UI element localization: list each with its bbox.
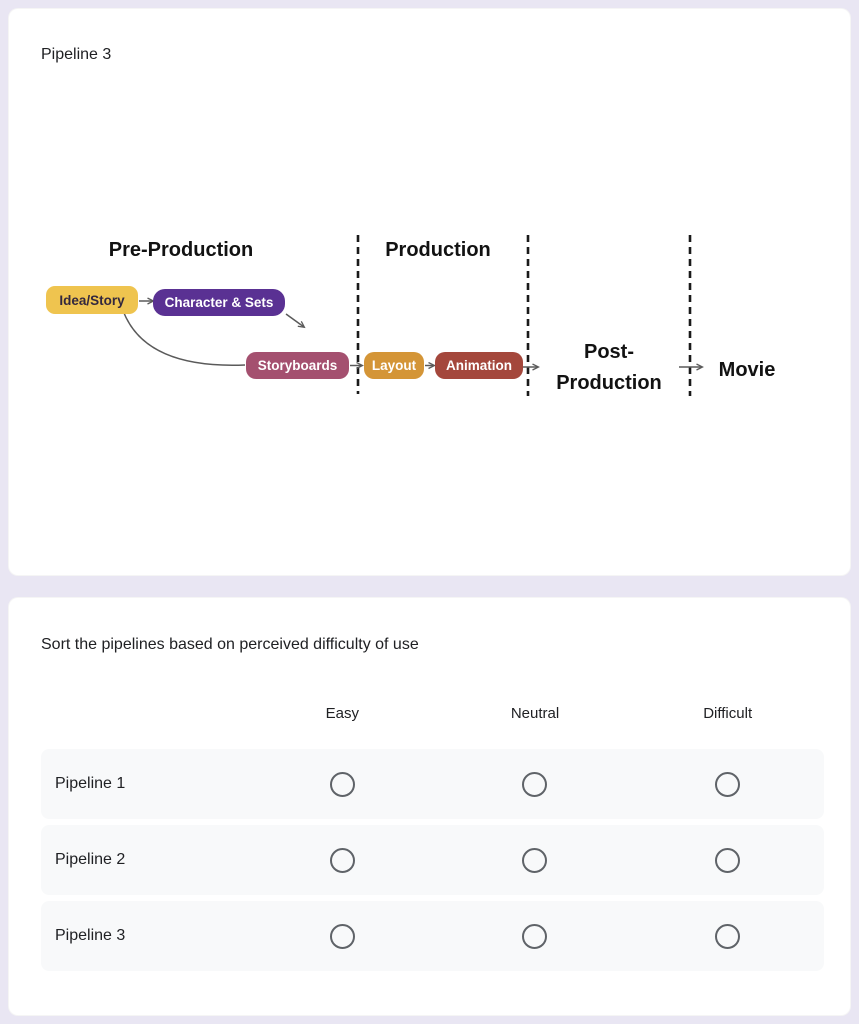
grid-rows: Pipeline 1 Pipeline 2 Pipeli: [41, 749, 824, 971]
node-layout-box: [364, 352, 424, 379]
radio-pipeline1-difficult[interactable]: [715, 771, 741, 797]
radio-cell: [439, 923, 632, 949]
radio-pipeline2-neutral[interactable]: [522, 847, 548, 873]
radio-pipeline3-difficult[interactable]: [715, 923, 741, 949]
node-storyboards-box: [246, 352, 349, 379]
node-idea-story: Idea/Story: [46, 286, 138, 314]
stage-heading-post-line1: Post-: [584, 341, 634, 363]
radio-cell: [631, 771, 824, 797]
table-row: Pipeline 1: [41, 749, 824, 819]
column-header-difficult: Difficult: [703, 705, 753, 722]
radio-pipeline3-easy[interactable]: [329, 923, 355, 949]
radio-cell: [631, 923, 824, 949]
stage-heading-movie: Movie: [719, 359, 776, 381]
node-character-sets-box: [153, 289, 285, 316]
radio-pipeline1-easy[interactable]: [329, 771, 355, 797]
column-header-neutral: Neutral: [510, 705, 560, 722]
node-animation-label: Animation: [446, 358, 512, 373]
pipeline-question-card: Pipeline 3 Pre-Production Production Pos…: [8, 8, 851, 576]
node-animation-box: [435, 352, 523, 379]
sort-question-title: Sort the pipelines based on perceived di…: [41, 636, 419, 653]
radio-cell: [631, 847, 824, 873]
arrow-character-down: [285, 313, 304, 327]
node-animation: Animation: [435, 352, 523, 379]
pipeline-diagram: Pre-Production Production Post- Producti…: [46, 235, 776, 396]
grid-corner-spacer: [41, 704, 246, 724]
table-row: Pipeline 3: [41, 901, 824, 971]
curve-idea-to-storyboards: [123, 312, 246, 367]
sort-question-card: Sort the pipelines based on perceived di…: [8, 597, 851, 1016]
radio-pipeline1-neutral[interactable]: [522, 771, 548, 797]
row-label-pipeline-1: Pipeline 1: [55, 775, 126, 792]
node-storyboards-label: Storyboards: [258, 358, 338, 373]
stage-heading-post-line2: Production: [556, 372, 662, 394]
radio-pipeline2-easy[interactable]: [329, 847, 355, 873]
node-character-sets: Character & Sets: [153, 289, 285, 316]
row-label-pipeline-2: Pipeline 2: [55, 851, 126, 868]
stage-heading-pre-production: Pre-Production: [109, 239, 253, 261]
radio-pipeline3-neutral[interactable]: [522, 923, 548, 949]
row-label-pipeline-3: Pipeline 3: [55, 927, 126, 944]
table-row: Pipeline 2: [41, 825, 824, 895]
column-header-easy: Easy: [325, 705, 359, 722]
pipeline-card-title: Pipeline 3: [41, 46, 112, 63]
radio-cell: [246, 847, 439, 873]
node-idea-story-label: Idea/Story: [59, 293, 125, 308]
node-layout: Layout: [364, 352, 424, 379]
node-storyboards: Storyboards: [246, 352, 349, 379]
node-idea-story-box: [46, 286, 138, 314]
radio-cell: [246, 771, 439, 797]
radio-cell: [246, 923, 439, 949]
node-character-sets-label: Character & Sets: [165, 295, 274, 310]
grid-column-headers: Easy Neutral Difficult: [41, 704, 824, 724]
radio-cell: [439, 771, 632, 797]
radio-pipeline2-difficult[interactable]: [715, 847, 741, 873]
radio-cell: [439, 847, 632, 873]
stage-heading-production: Production: [385, 239, 491, 261]
node-layout-label: Layout: [372, 358, 417, 373]
